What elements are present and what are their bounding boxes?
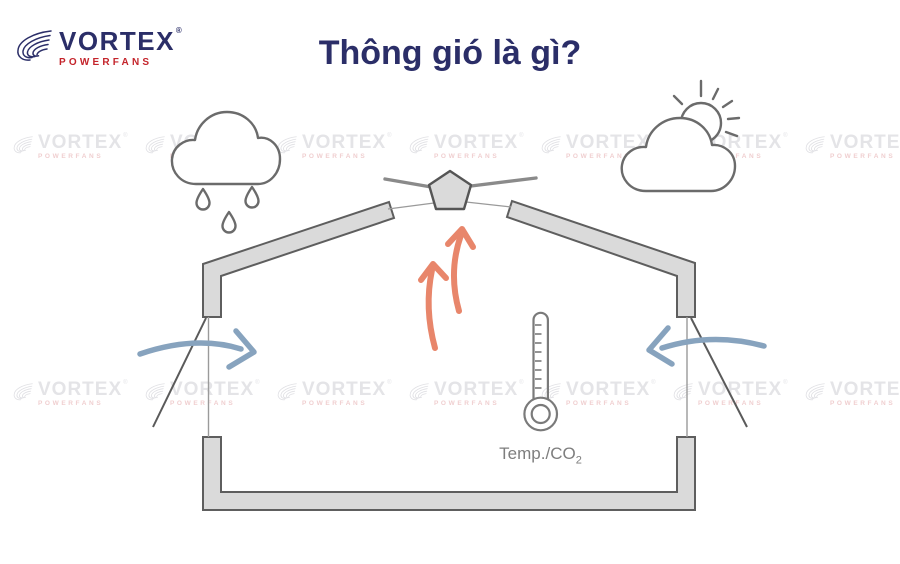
- raindrop-icon: [244, 185, 260, 209]
- exhaust-arrow-right: [445, 226, 476, 314]
- raindrop-icon: [195, 187, 211, 211]
- window-flap-right: [690, 317, 748, 428]
- roof-right-wall: [505, 199, 696, 318]
- rain-cloud-icon: [170, 110, 282, 234]
- thermometer-label-subscript: 2: [575, 454, 582, 467]
- floor-and-lower-walls: [202, 436, 696, 511]
- thermometer-icon: [523, 311, 559, 432]
- exhaust-arrow-left: [418, 261, 449, 351]
- vent-cap: [427, 169, 473, 211]
- window-right: [686, 317, 748, 437]
- roof-left-wall: [202, 200, 396, 318]
- window-left: [152, 317, 210, 437]
- intake-arrow-left: [137, 328, 257, 370]
- window-flap-left: [152, 317, 207, 428]
- intake-arrow-right: [646, 325, 767, 367]
- raindrop-icon: [221, 210, 237, 234]
- sun-cloud-icon: [620, 79, 741, 193]
- ridge-vent: [383, 169, 538, 211]
- thermometer-label-text: Temp./CO: [499, 444, 576, 463]
- vent-flap-right: [461, 176, 538, 189]
- brand-name: VORTEX: [59, 26, 175, 56]
- brand-logo: VORTEX ® POWERFANS: [14, 26, 182, 68]
- brand-subtitle: POWERFANS: [59, 57, 153, 68]
- registered-mark: ®: [175, 26, 182, 35]
- page-title: Thông gió là gì?: [318, 34, 582, 72]
- header: VORTEX ® POWERFANS Thông gió là gì?: [0, 0, 900, 90]
- thermometer-label: Temp./CO2: [483, 444, 598, 466]
- house-structure: [202, 199, 696, 511]
